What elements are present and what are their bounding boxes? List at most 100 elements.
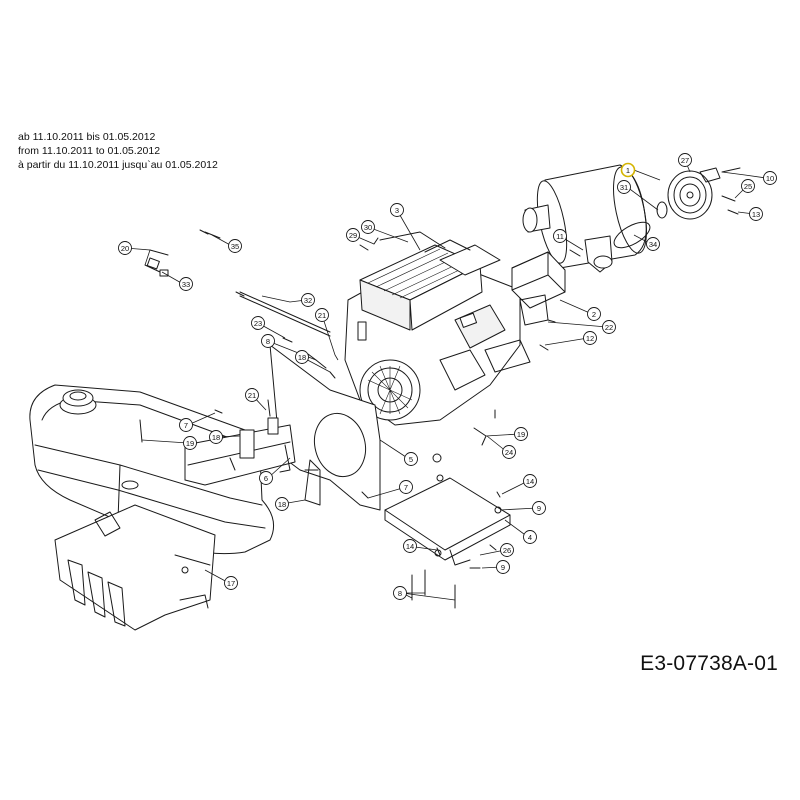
lower-shield — [54, 504, 216, 631]
callout-balloon — [617, 180, 631, 194]
callout-balloon — [532, 501, 546, 515]
callout-number: 21 — [318, 311, 326, 320]
callout-balloon — [399, 480, 413, 494]
drawing-number: E3-07738A-01 — [640, 652, 778, 675]
callout-balloon — [602, 320, 616, 334]
callout-number: 4 — [528, 533, 532, 542]
callout-balloon — [315, 308, 329, 322]
callout-balloon — [209, 430, 223, 444]
callout-balloon — [404, 452, 418, 466]
callout-13: 13 — [749, 207, 763, 221]
callout-balloon — [553, 229, 567, 243]
callout-27: 27 — [678, 153, 692, 167]
callout-balloon — [496, 560, 510, 574]
callout-7: 7 — [179, 418, 193, 432]
validity-note-de: ab 11.10.2011 bis 01.05.2012 — [18, 131, 156, 143]
callout-24: 24 — [502, 445, 516, 459]
callout-26: 26 — [500, 543, 514, 557]
callout-11: 11 — [553, 229, 567, 243]
callout-2: 2 — [587, 307, 601, 321]
callout-19: 19 — [183, 436, 197, 450]
callout-8: 8 — [261, 334, 275, 348]
callout-5: 5 — [404, 452, 418, 466]
callout-balloon — [393, 586, 407, 600]
callout-balloon — [403, 539, 417, 553]
callout-number: 32 — [304, 296, 312, 305]
callout-23: 23 — [251, 316, 265, 330]
callout-number: 5 — [409, 455, 413, 464]
callout-number: 18 — [278, 500, 286, 509]
callout-number: 26 — [503, 546, 511, 555]
callout-balloon — [502, 445, 516, 459]
callout-8: 8 — [393, 586, 407, 600]
callout-30: 30 — [361, 220, 375, 234]
callout-17: 17 — [224, 576, 238, 590]
callout-balloon — [514, 427, 528, 441]
callout-number: 12 — [586, 334, 594, 343]
callout-balloon — [587, 307, 601, 321]
callout-32: 32 — [301, 293, 315, 307]
callout-number: 27 — [681, 156, 689, 165]
callout-balloon — [118, 241, 132, 255]
callout-balloon — [523, 474, 537, 488]
callout-balloon — [741, 179, 755, 193]
callout-7: 7 — [399, 480, 413, 494]
callout-29: 29 — [346, 228, 360, 242]
callout-balloon — [228, 239, 242, 253]
callout-balloon — [620, 162, 636, 178]
callout-number: 7 — [184, 421, 188, 430]
callout-balloon — [251, 316, 265, 330]
callout-6: 6 — [259, 471, 273, 485]
callout-9: 9 — [532, 501, 546, 515]
callout-number: 30 — [364, 223, 372, 232]
callout-10: 10 — [763, 171, 777, 185]
callout-number: 19 — [186, 439, 194, 448]
callout-balloon — [749, 207, 763, 221]
callout-18: 18 — [209, 430, 223, 444]
callout-35: 35 — [228, 239, 242, 253]
callout-number: 24 — [505, 448, 513, 457]
callout-1: 1 — [620, 162, 636, 178]
callout-number: 10 — [766, 174, 774, 183]
callout-balloon — [259, 471, 273, 485]
callout-balloon — [295, 350, 309, 364]
callout-22: 22 — [602, 320, 616, 334]
callout-number: 18 — [212, 433, 220, 442]
callout-number: 23 — [254, 319, 262, 328]
fuel-tank — [29, 384, 275, 563]
callout-balloon — [301, 293, 315, 307]
callout-balloon — [179, 277, 193, 291]
callout-balloon — [261, 334, 275, 348]
callout-number: 8 — [266, 337, 270, 346]
callout-number: 9 — [537, 504, 541, 513]
callout-31: 31 — [617, 180, 631, 194]
callout-balloon — [183, 436, 197, 450]
callout-18: 18 — [295, 350, 309, 364]
callout-20: 20 — [118, 241, 132, 255]
callout-number: 31 — [620, 183, 628, 192]
callout-19: 19 — [514, 427, 528, 441]
callout-balloon — [678, 153, 692, 167]
callout-3: 3 — [390, 203, 404, 217]
hardware-parts — [139, 229, 581, 609]
callout-14: 14 — [523, 474, 537, 488]
callout-balloon — [763, 171, 777, 185]
callout-12: 12 — [583, 331, 597, 345]
muffler-assembly — [522, 164, 741, 273]
callout-33: 33 — [179, 277, 193, 291]
callout-9: 9 — [496, 560, 510, 574]
callout-number: 35 — [231, 242, 239, 251]
callout-number: 9 — [501, 563, 505, 572]
callout-34: 34 — [646, 237, 660, 251]
engine-block — [344, 231, 566, 426]
callout-number: 1 — [626, 166, 630, 175]
callout-balloon — [275, 497, 289, 511]
callout-25: 25 — [741, 179, 755, 193]
callout-number: 3 — [395, 206, 399, 215]
callout-number: 14 — [526, 477, 534, 486]
callout-21: 21 — [245, 388, 259, 402]
fuel-line-rod — [235, 291, 331, 337]
callout-14: 14 — [403, 539, 417, 553]
